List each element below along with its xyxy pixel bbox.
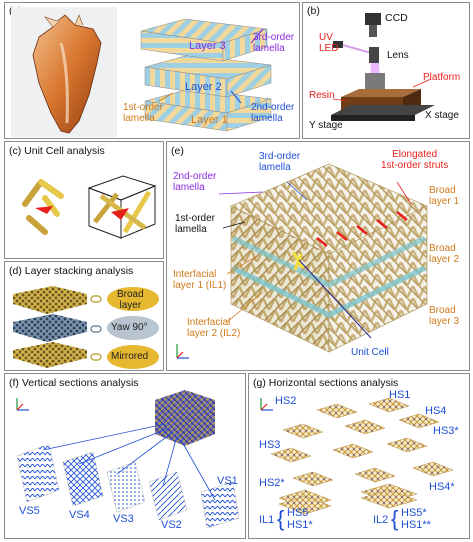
elong-line1: Elongated — [392, 149, 438, 160]
il2-line1: Interfacial — [187, 317, 231, 328]
e-first-line1: 1st-order — [175, 213, 216, 224]
il1-hs5-label: HS5 — [287, 507, 309, 519]
vs1-label: VS1 — [217, 475, 238, 487]
il2-label: IL2 — [373, 514, 389, 526]
il1-label: IL1 — [259, 514, 275, 526]
first-order-line1: 1st-order — [123, 102, 164, 113]
panel-c-tag: (c) Unit Cell analysis — [9, 145, 105, 157]
il2-brace: { — [391, 506, 399, 531]
panel-b: (b) CCD UV LED Lens Platform Resin X sta… — [302, 2, 470, 139]
elongated-struts-label: Elongated 1st-order struts — [381, 149, 449, 171]
third-order-line2: lamella — [253, 42, 285, 54]
e-third-order-label: 3rd-order lamella — [259, 151, 301, 173]
b3-line1: Broad — [429, 305, 456, 316]
il1-hs1-star-label: HS1* — [287, 519, 313, 531]
first-order-line2: lamella — [123, 112, 155, 124]
unit-cell-diagrams — [22, 175, 157, 239]
hs3-label: HS3 — [259, 439, 281, 451]
first-order-lamella-label: 1st-order lamella — [123, 102, 164, 124]
broad-layer-1-label: Broad layer 1 — [429, 185, 460, 207]
e-first-line2: lamella — [175, 223, 207, 235]
panel-d-tag: (d) Layer stacking analysis — [9, 265, 134, 277]
il1-brace: { — [277, 506, 285, 531]
e-third-line2: lamella — [259, 161, 291, 173]
panel-c: (c) Unit Cell analysis — [4, 141, 164, 259]
y-stage-label: Y stage — [309, 120, 343, 131]
panel-f: (f) Vertical sections analysis — [4, 373, 246, 539]
ccd-label: CCD — [385, 12, 408, 24]
broad-layer-2-label: Broad layer 2 — [429, 243, 460, 265]
platform-label: Platform — [423, 72, 461, 83]
interfacial-layer-1-label: Interfacial layer 1 (IL1) — [173, 269, 227, 291]
vs3-label: VS3 — [113, 513, 134, 525]
interfacial-layer-2-label: Interfacial layer 2 (IL2) — [187, 317, 241, 339]
panel-b-tag: (b) — [307, 5, 320, 17]
e-second-order-label: 2nd-order lamella — [173, 171, 217, 193]
panel-d: (d) Layer stacking analysis — [4, 261, 164, 371]
il1-line1: Interfacial — [173, 269, 217, 280]
lens-label: Lens — [387, 50, 409, 61]
hs2-star-label: HS2* — [259, 477, 285, 489]
broad-line2: layer — [119, 299, 142, 311]
elong-line2: 1st-order struts — [381, 159, 449, 171]
horizontal-sections-diagram — [260, 397, 454, 515]
hs4-label: HS4 — [425, 405, 447, 417]
e-second-line2: lamella — [173, 181, 205, 193]
vs4-label: VS4 — [69, 509, 90, 521]
panel-f-tag: (f) Vertical sections analysis — [9, 377, 139, 389]
layer-3-label: Layer 3 — [189, 40, 226, 52]
layer-2-label: Layer 2 — [185, 81, 222, 93]
hs1-label: HS1 — [389, 389, 411, 401]
broad-line1: Broad — [117, 289, 144, 300]
b1-line2: layer 1 — [429, 195, 460, 207]
broad-layer-3-label: Broad layer 3 — [429, 305, 460, 327]
vertical-sections-diagram — [16, 390, 240, 529]
hs4-star-label: HS4* — [429, 481, 455, 493]
e-third-line1: 3rd-order — [259, 151, 301, 162]
hs2-label: HS2 — [275, 395, 297, 407]
b2-line2: layer 2 — [429, 253, 460, 265]
b3-line2: layer 3 — [429, 315, 460, 327]
layer-stacking-diagram — [13, 286, 159, 369]
lamella-block-diagram — [140, 18, 272, 132]
uv-led-label: UV LED — [319, 32, 339, 54]
second-order-line2: lamella — [251, 112, 283, 124]
unit-cell-label: Unit Cell — [351, 347, 389, 358]
il2-line2: layer 2 (IL2) — [187, 327, 241, 339]
conch-shell-image — [11, 7, 272, 137]
yaw-90-label: Yaw 90° — [111, 322, 148, 333]
printer-setup-diagram — [331, 13, 435, 121]
second-order-line1: 2nd-order — [251, 102, 295, 113]
panel-g-tag: (g) Horizontal sections analysis — [253, 377, 399, 389]
il2-hs1-double-star-label: HS1** — [401, 519, 431, 531]
broad-layer-label: Broad layer — [117, 289, 144, 311]
third-order-line1: 3rd-order — [253, 32, 295, 43]
third-order-lamella-label: 3rd-order lamella — [253, 32, 295, 54]
vs2-label: VS2 — [161, 519, 182, 531]
resin-label: Resin — [309, 90, 335, 101]
e-second-line1: 2nd-order — [173, 171, 217, 182]
second-order-lamella-label: 2nd-order lamella — [251, 102, 295, 124]
panel-e: (e) — [166, 141, 470, 371]
b1-line1: Broad — [429, 185, 456, 196]
mirrored-label: Mirrored — [111, 351, 149, 362]
hierarchical-lattice-structure — [176, 163, 428, 359]
hs3-star-label: HS3* — [433, 425, 459, 437]
e-first-order-label: 1st-order lamella — [175, 213, 216, 235]
uv-line1: UV — [319, 32, 333, 43]
panel-g: (g) Horizontal sections analysis — [248, 373, 470, 539]
il1-line2: layer 1 (IL1) — [173, 279, 227, 291]
panel-a: (a) — [4, 2, 300, 139]
b2-line1: Broad — [429, 243, 456, 254]
il2-hs5-star-label: HS5* — [401, 507, 427, 519]
panel-e-tag: (e) — [171, 145, 184, 157]
x-stage-label: X stage — [425, 110, 459, 121]
layer-1-label: Layer 1 — [191, 114, 228, 126]
vs5-label: VS5 — [19, 505, 40, 517]
uv-line2: LED — [319, 42, 339, 54]
